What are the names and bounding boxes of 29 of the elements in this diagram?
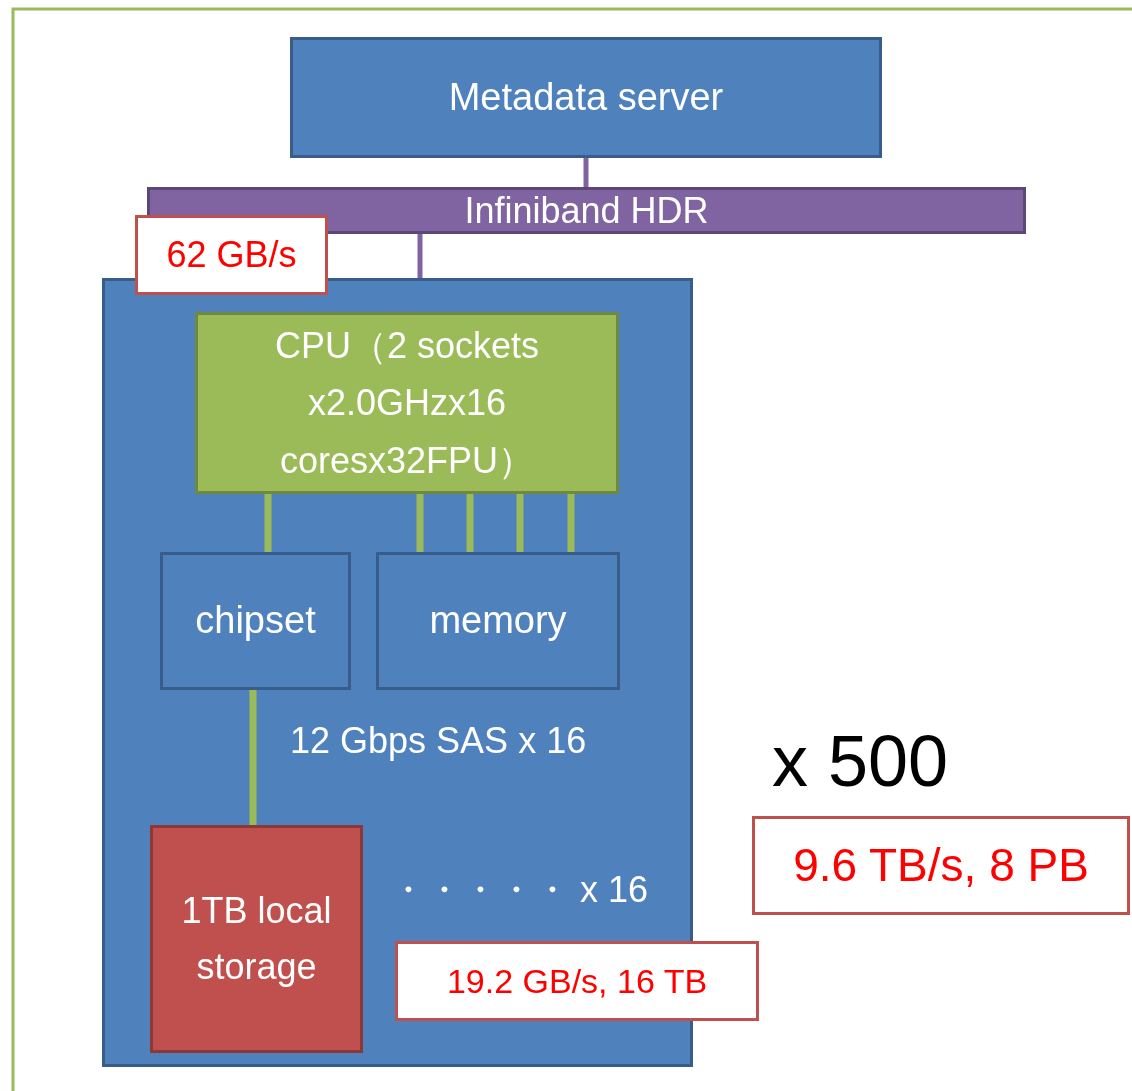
node-label: 62 GB/s <box>166 233 297 277</box>
total-bandwidth-callout <box>752 816 1130 915</box>
chipset-box <box>160 552 351 690</box>
node-label: 19.2 GB/s, 16 TB <box>446 960 708 1002</box>
node-label: CPU（2 sockets x2.0GHzx16 coresx32FPU） <box>273 323 541 483</box>
node-label: Infiniband HDR <box>464 188 709 233</box>
bandwidth-callout <box>135 215 328 295</box>
network-bar <box>147 187 1026 234</box>
connector-line <box>466 494 474 552</box>
connector-line <box>417 234 423 278</box>
connector-line <box>516 494 524 552</box>
node-label: Metadata server <box>448 74 724 120</box>
connector-line <box>567 494 575 552</box>
node-label: memory <box>429 598 567 644</box>
cpu-box <box>195 312 619 494</box>
connector-line <box>264 494 272 552</box>
multiplier-label: x 500 <box>772 720 949 802</box>
bandwidth-callout <box>395 941 759 1021</box>
connector-line <box>249 690 257 825</box>
memory-box <box>376 552 620 690</box>
server-box <box>290 37 882 158</box>
connector-line <box>583 158 589 187</box>
node-label: 9.6 TB/s, 8 PB <box>793 837 1089 893</box>
node-label: chipset <box>195 598 316 644</box>
repeat-label: ・・・・・ x 16 <box>390 868 649 912</box>
interface-label: 12 Gbps SAS x 16 <box>290 720 587 762</box>
storage-box <box>150 825 363 1053</box>
node-label: 1TB local storage <box>180 889 333 989</box>
connector-line <box>416 494 424 552</box>
